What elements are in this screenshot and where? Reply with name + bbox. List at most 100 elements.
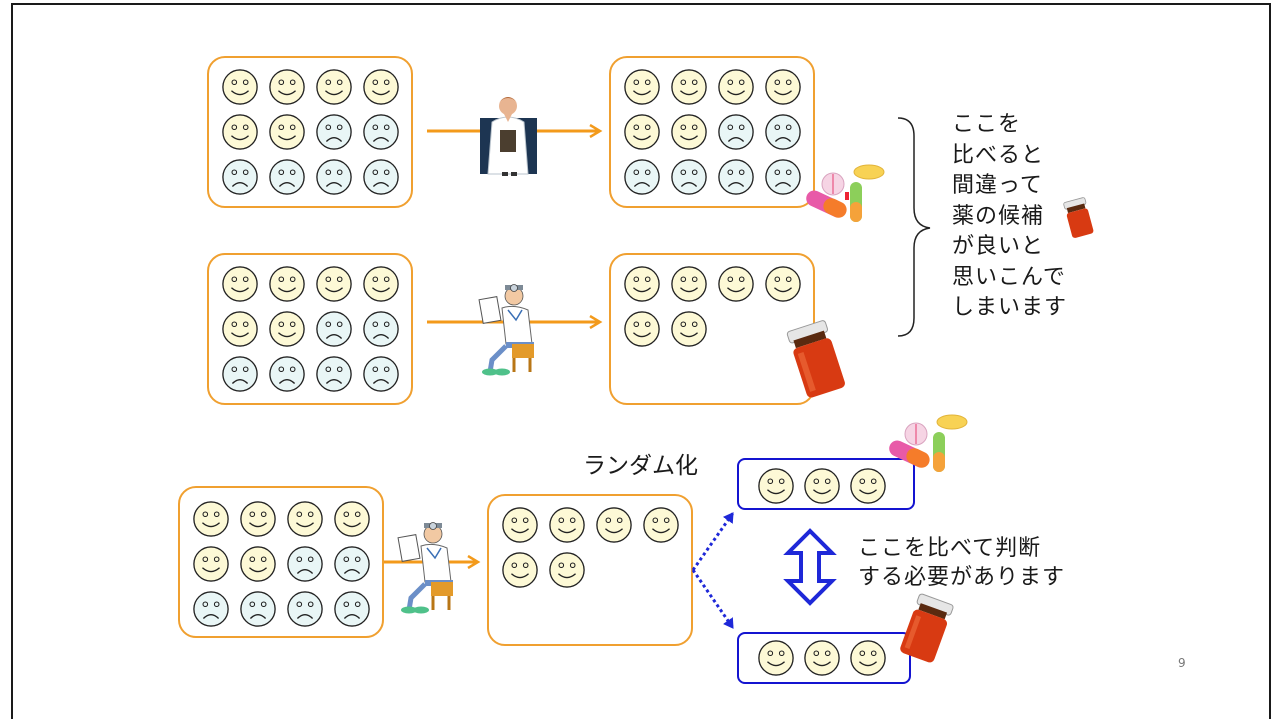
proper-comparison-note: ここを比べて判断 する必要があります (858, 534, 1065, 592)
happy-face-icon (671, 311, 707, 347)
randomization-label: ランダム化 (583, 453, 698, 479)
sad-face-icon (671, 159, 707, 195)
happy-face-icon (549, 507, 585, 543)
sad-face-icon (222, 159, 258, 195)
slide-frame (11, 3, 1271, 719)
happy-face-icon (850, 468, 886, 504)
note-line: が良いと (952, 234, 1045, 259)
sad-face-icon (316, 356, 352, 392)
sad-face-icon (765, 159, 801, 195)
happy-face-icon (287, 501, 323, 537)
happy-face-icon (643, 507, 679, 543)
happy-face-icon (363, 69, 399, 105)
pills-icon-2 (889, 414, 968, 472)
happy-face-icon (269, 311, 305, 347)
sad-face-icon (718, 159, 754, 195)
randomized-group-lower (737, 632, 911, 684)
happy-face-icon (671, 114, 707, 150)
happy-face-icon (193, 501, 229, 537)
happy-face-icon (222, 266, 258, 302)
note-line: 間違って (952, 173, 1043, 198)
happy-face-icon (758, 468, 794, 504)
happy-face-icon (850, 640, 886, 676)
sad-face-icon (269, 356, 305, 392)
patient-group-middle-before (207, 253, 413, 405)
note-line: 比べると (952, 142, 1045, 168)
compare-line: ここを比べて判断 (858, 536, 1042, 561)
happy-face-icon (758, 640, 794, 676)
happy-face-icon (718, 69, 754, 105)
dotted-arrow-lower (691, 569, 735, 629)
happy-face-icon (222, 69, 258, 105)
sad-face-icon (193, 591, 229, 627)
note-line: 薬の候補 (952, 203, 1045, 229)
female-doctor-icon (480, 97, 537, 176)
happy-face-icon (316, 69, 352, 105)
sad-face-icon (363, 311, 399, 347)
note-line: ここを (952, 112, 1022, 137)
happy-face-icon (222, 114, 258, 150)
happy-face-icon (502, 507, 538, 543)
happy-face-icon (765, 69, 801, 105)
happy-face-icon (624, 311, 660, 347)
seated-doctor-icon-2 (397, 522, 453, 614)
randomized-group-upper (737, 458, 915, 510)
happy-face-icon (624, 266, 660, 302)
happy-face-icon (549, 552, 585, 588)
sad-face-icon (222, 356, 258, 392)
sad-face-icon (363, 356, 399, 392)
sad-face-icon (334, 546, 370, 582)
happy-face-icon (269, 69, 305, 105)
happy-face-icon (502, 552, 538, 588)
note-line: しまいます (952, 295, 1068, 320)
misleading-comparison-note: ここを 比べると 間違って 薬の候補 が良いと 思いこんで しまいます (952, 110, 1067, 324)
page-number: 9 (1178, 656, 1186, 670)
happy-face-icon (240, 546, 276, 582)
seated-doctor-icon (478, 284, 534, 376)
compare-line: する必要があります (858, 565, 1066, 590)
happy-face-icon (240, 501, 276, 537)
dotted-arrow-upper (691, 512, 735, 571)
pills-icon (806, 164, 885, 222)
sad-face-icon (287, 546, 323, 582)
double-arrow (783, 528, 837, 606)
sad-face-icon (287, 591, 323, 627)
sad-face-icon (316, 311, 352, 347)
patient-group-top-after (609, 56, 815, 208)
happy-face-icon (193, 546, 229, 582)
note-line: 思いこんで (952, 264, 1066, 290)
happy-face-icon (316, 266, 352, 302)
happy-face-icon (596, 507, 632, 543)
happy-face-icon (624, 69, 660, 105)
sad-face-icon (624, 159, 660, 195)
patient-group-bottom-before (178, 486, 384, 638)
happy-face-icon (765, 266, 801, 302)
patient-group-bottom-selected (487, 494, 693, 646)
sad-face-icon (334, 591, 370, 627)
sad-face-icon (269, 159, 305, 195)
sad-face-icon (316, 114, 352, 150)
medicine-bottle-icon-2 (900, 593, 954, 663)
curly-brace (897, 117, 931, 337)
happy-face-icon (804, 640, 840, 676)
happy-face-icon (671, 69, 707, 105)
sad-face-icon (316, 159, 352, 195)
patient-group-middle-after (609, 253, 815, 405)
medicine-bottle-small-icon (1063, 197, 1094, 238)
sad-face-icon (718, 114, 754, 150)
sad-face-icon (363, 159, 399, 195)
sad-face-icon (363, 114, 399, 150)
happy-face-icon (334, 501, 370, 537)
happy-face-icon (624, 114, 660, 150)
happy-face-icon (804, 468, 840, 504)
happy-face-icon (269, 114, 305, 150)
medicine-bottle-icon (786, 320, 845, 398)
sad-face-icon (765, 114, 801, 150)
happy-face-icon (363, 266, 399, 302)
happy-face-icon (269, 266, 305, 302)
happy-face-icon (718, 266, 754, 302)
happy-face-icon (222, 311, 258, 347)
patient-group-top-before (207, 56, 413, 208)
